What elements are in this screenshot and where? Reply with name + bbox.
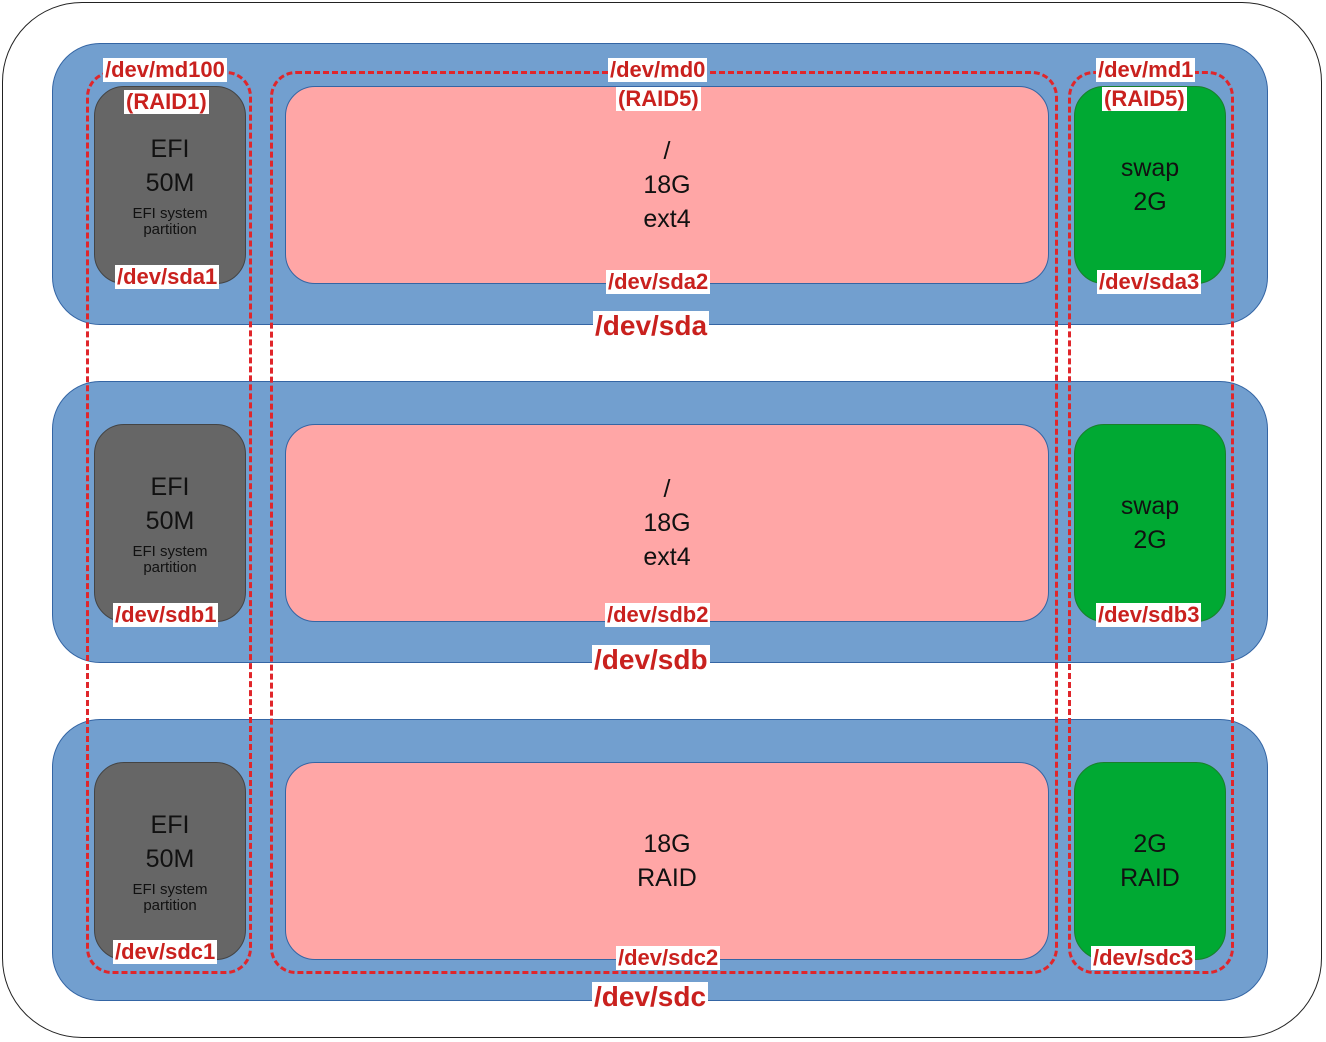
- partition-size: 50M: [145, 845, 195, 873]
- disk-label-sdc: /dev/sdc: [592, 981, 709, 1012]
- partition-label-sda3: /dev/sda3: [1097, 269, 1202, 294]
- raid-array-md0-outline: [270, 71, 1058, 974]
- partition-description: EFI system partition: [132, 881, 208, 914]
- partition-filesystem: ext4: [643, 543, 691, 571]
- partition-description: EFI system partition: [132, 205, 208, 238]
- partition-type: RAID: [637, 864, 697, 892]
- raid-array-md1-outline: [1068, 71, 1234, 974]
- raid-array-md1-level: (RAID5): [1102, 86, 1187, 111]
- partition-mount: /: [663, 475, 671, 503]
- partition-size: 18G: [643, 171, 691, 199]
- partition-sdc3-raid: 2G RAID: [1074, 762, 1226, 960]
- disk-label-sda: /dev/sda: [593, 310, 710, 341]
- partition-type: RAID: [1120, 864, 1180, 892]
- partition-size: 50M: [145, 169, 195, 197]
- raid-array-md1-name: /dev/md1: [1096, 57, 1196, 82]
- partition-sdb1-efi: EFI 50M EFI system partition: [94, 424, 246, 622]
- partition-size: 2G: [1133, 830, 1167, 858]
- partition-label-sda2: /dev/sda2: [606, 269, 711, 294]
- partition-title: EFI: [150, 811, 190, 839]
- partition-size: 50M: [145, 507, 195, 535]
- partition-sda3-swap: swap 2G: [1074, 86, 1226, 284]
- partition-label-sdb1: /dev/sdb1: [113, 602, 219, 627]
- partition-type: swap: [1120, 154, 1180, 182]
- partition-label-sdb2: /dev/sdb2: [605, 602, 711, 627]
- partition-size: 18G: [643, 509, 691, 537]
- raid-array-md100-outline: [86, 71, 252, 974]
- partition-size: 18G: [643, 830, 691, 858]
- partition-sdc1-efi: EFI 50M EFI system partition: [94, 762, 246, 960]
- partition-sdc2-raid: 18G RAID: [285, 762, 1049, 960]
- partition-filesystem: ext4: [643, 205, 691, 233]
- raid-array-md0-level: (RAID5): [616, 86, 701, 111]
- partition-mount: /: [663, 137, 671, 165]
- partition-label-sdc2: /dev/sdc2: [616, 945, 721, 970]
- partition-sdb3-swap: swap 2G: [1074, 424, 1226, 622]
- raid-array-md100-name: /dev/md100: [103, 57, 227, 82]
- partition-sdb2-root: / 18G ext4: [285, 424, 1049, 622]
- raid-array-md0-name: /dev/md0: [608, 57, 708, 82]
- partition-label-sdc1: /dev/sdc1: [113, 939, 218, 964]
- partition-size: 2G: [1133, 188, 1167, 216]
- raid-array-md100-level: (RAID1): [124, 89, 209, 114]
- partition-type: swap: [1120, 492, 1180, 520]
- partition-size: 2G: [1133, 526, 1167, 554]
- partition-label-sda1: /dev/sda1: [115, 264, 220, 289]
- partition-title: EFI: [150, 473, 190, 501]
- disk-label-sdb: /dev/sdb: [592, 644, 710, 675]
- partition-description: EFI system partition: [132, 543, 208, 576]
- partition-label-sdc3: /dev/sdc3: [1091, 945, 1196, 970]
- partition-title: EFI: [150, 135, 190, 163]
- partition-label-sdb3: /dev/sdb3: [1096, 602, 1202, 627]
